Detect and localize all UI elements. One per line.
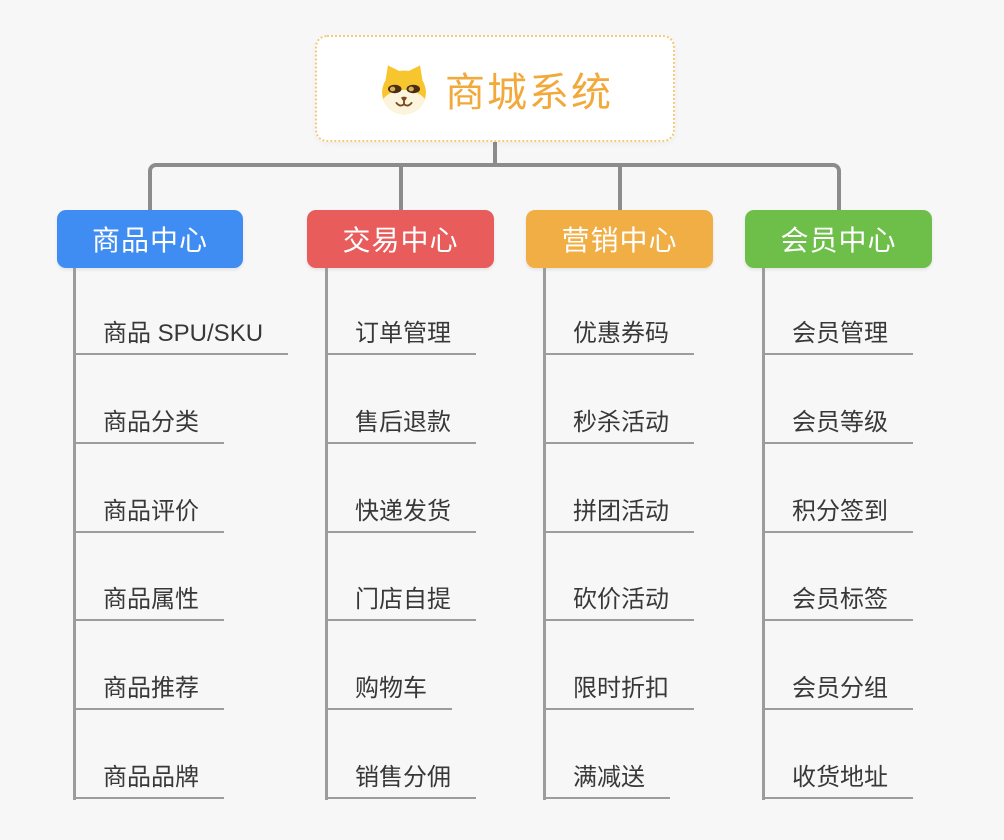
connector-elbow-left bbox=[148, 163, 495, 210]
child-node[interactable]: 商品 SPU/SKU bbox=[73, 319, 289, 355]
child-node[interactable]: 会员管理 bbox=[762, 319, 913, 355]
child-node[interactable]: 商品推荐 bbox=[73, 674, 224, 710]
branch-children-member: 会员管理 会员等级 积分签到 会员标签 会员分组 收货地址 bbox=[762, 268, 1004, 803]
child-node[interactable]: 优惠券码 bbox=[543, 319, 694, 355]
child-node[interactable]: 积分签到 bbox=[762, 497, 913, 533]
column-rail-line bbox=[325, 268, 328, 800]
branch-children-product: 商品 SPU/SKU 商品分类 商品评价 商品属性 商品推荐 商品品牌 bbox=[73, 268, 333, 803]
child-node[interactable]: 商品品牌 bbox=[73, 763, 224, 799]
child-node[interactable]: 售后退款 bbox=[325, 408, 476, 444]
branch-node-trade-center[interactable]: 交易中心 bbox=[307, 210, 494, 268]
child-node[interactable]: 收货地址 bbox=[762, 763, 913, 799]
connector-drop-branch3 bbox=[618, 166, 622, 210]
child-node[interactable]: 门店自提 bbox=[325, 585, 476, 621]
connector-drop-branch2 bbox=[399, 166, 403, 210]
connector-root-stub bbox=[493, 141, 497, 167]
dog-face-icon bbox=[377, 62, 431, 116]
column-rail-line bbox=[543, 268, 546, 800]
connector-elbow-right bbox=[494, 163, 841, 210]
child-node[interactable]: 商品分类 bbox=[73, 408, 224, 444]
child-node[interactable]: 会员标签 bbox=[762, 585, 913, 621]
column-rail-line bbox=[73, 268, 76, 800]
child-node[interactable]: 限时折扣 bbox=[543, 674, 694, 710]
child-node[interactable]: 会员等级 bbox=[762, 408, 913, 444]
child-node[interactable]: 快递发货 bbox=[325, 497, 476, 533]
root-title: 商城系统 bbox=[445, 70, 613, 115]
branch-children-marketing: 优惠券码 秒杀活动 拼团活动 砍价活动 限时折扣 满减送 bbox=[543, 268, 803, 803]
branch-node-marketing-center[interactable]: 营销中心 bbox=[526, 210, 713, 268]
child-node[interactable]: 秒杀活动 bbox=[543, 408, 694, 444]
child-node[interactable]: 购物车 bbox=[325, 674, 452, 710]
child-node[interactable]: 会员分组 bbox=[762, 674, 913, 710]
child-node[interactable]: 商品评价 bbox=[73, 497, 224, 533]
root-node[interactable]: 商城系统 bbox=[315, 35, 675, 142]
child-node[interactable]: 满减送 bbox=[543, 763, 670, 799]
child-node[interactable]: 销售分佣 bbox=[325, 763, 476, 799]
child-node[interactable]: 订单管理 bbox=[325, 319, 476, 355]
child-node[interactable]: 砍价活动 bbox=[543, 585, 694, 621]
branch-node-member-center[interactable]: 会员中心 bbox=[745, 210, 932, 268]
child-node[interactable]: 拼团活动 bbox=[543, 497, 694, 533]
branch-node-product-center[interactable]: 商品中心 bbox=[57, 210, 243, 268]
branch-children-trade: 订单管理 售后退款 快递发货 门店自提 购物车 销售分佣 bbox=[325, 268, 585, 803]
column-rail-line bbox=[762, 268, 765, 800]
child-node[interactable]: 商品属性 bbox=[73, 585, 224, 621]
